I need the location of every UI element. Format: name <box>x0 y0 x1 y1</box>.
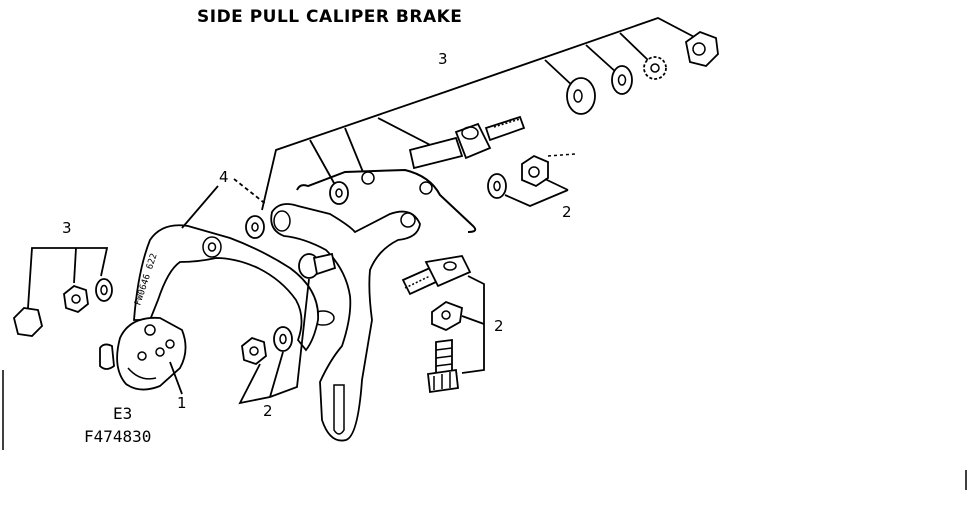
nut-left <box>241 336 267 366</box>
cone-washer <box>566 77 596 115</box>
washer-top-right <box>611 65 633 95</box>
callout-right-2: 2 <box>562 203 572 221</box>
callout-caliper-1: 1 <box>177 394 187 412</box>
rear-caliper-arm <box>270 203 421 442</box>
callout-arms-4: 4 <box>219 168 229 186</box>
star-washer <box>643 56 667 80</box>
leader-lines-adjuster-2 <box>461 275 485 374</box>
washer-far-left <box>95 278 113 302</box>
washer-right <box>487 173 507 199</box>
return-spring <box>296 168 477 233</box>
hex-nut-top <box>685 30 719 67</box>
shoe-mount-bolt <box>298 252 337 279</box>
leader-lines-left-3 <box>27 247 109 309</box>
callout-adjuster-2: 2 <box>494 317 504 335</box>
callout-left-3: 3 <box>62 219 72 237</box>
nut-right <box>521 153 576 188</box>
callout-top-3: 3 <box>438 50 448 68</box>
adjuster-barrel <box>427 338 459 394</box>
leader-lines-left-2 <box>238 278 310 405</box>
leader-lines-right-2 <box>504 178 569 207</box>
figure-code: E3 <box>113 404 132 423</box>
leader-lines-4 <box>181 178 268 229</box>
figure-number: F474830 <box>84 427 151 446</box>
cable-clamp-nut <box>431 300 463 332</box>
cable-anchor-bolt <box>401 255 472 296</box>
lock-washer-left <box>63 284 89 314</box>
pivot-bolt <box>408 115 526 170</box>
acorn-nut-left <box>13 307 43 337</box>
washer-rear-arm <box>329 181 349 205</box>
washer-left <box>273 326 293 352</box>
callout-left-2: 2 <box>263 402 273 420</box>
diagram-title: SIDE PULL CALIPER BRAKE <box>197 7 462 27</box>
leader-line-1 <box>169 361 183 395</box>
caliper-body-assembly <box>99 316 187 391</box>
washer-front-arm <box>245 215 265 239</box>
leader-lines-top-3 <box>261 17 701 211</box>
